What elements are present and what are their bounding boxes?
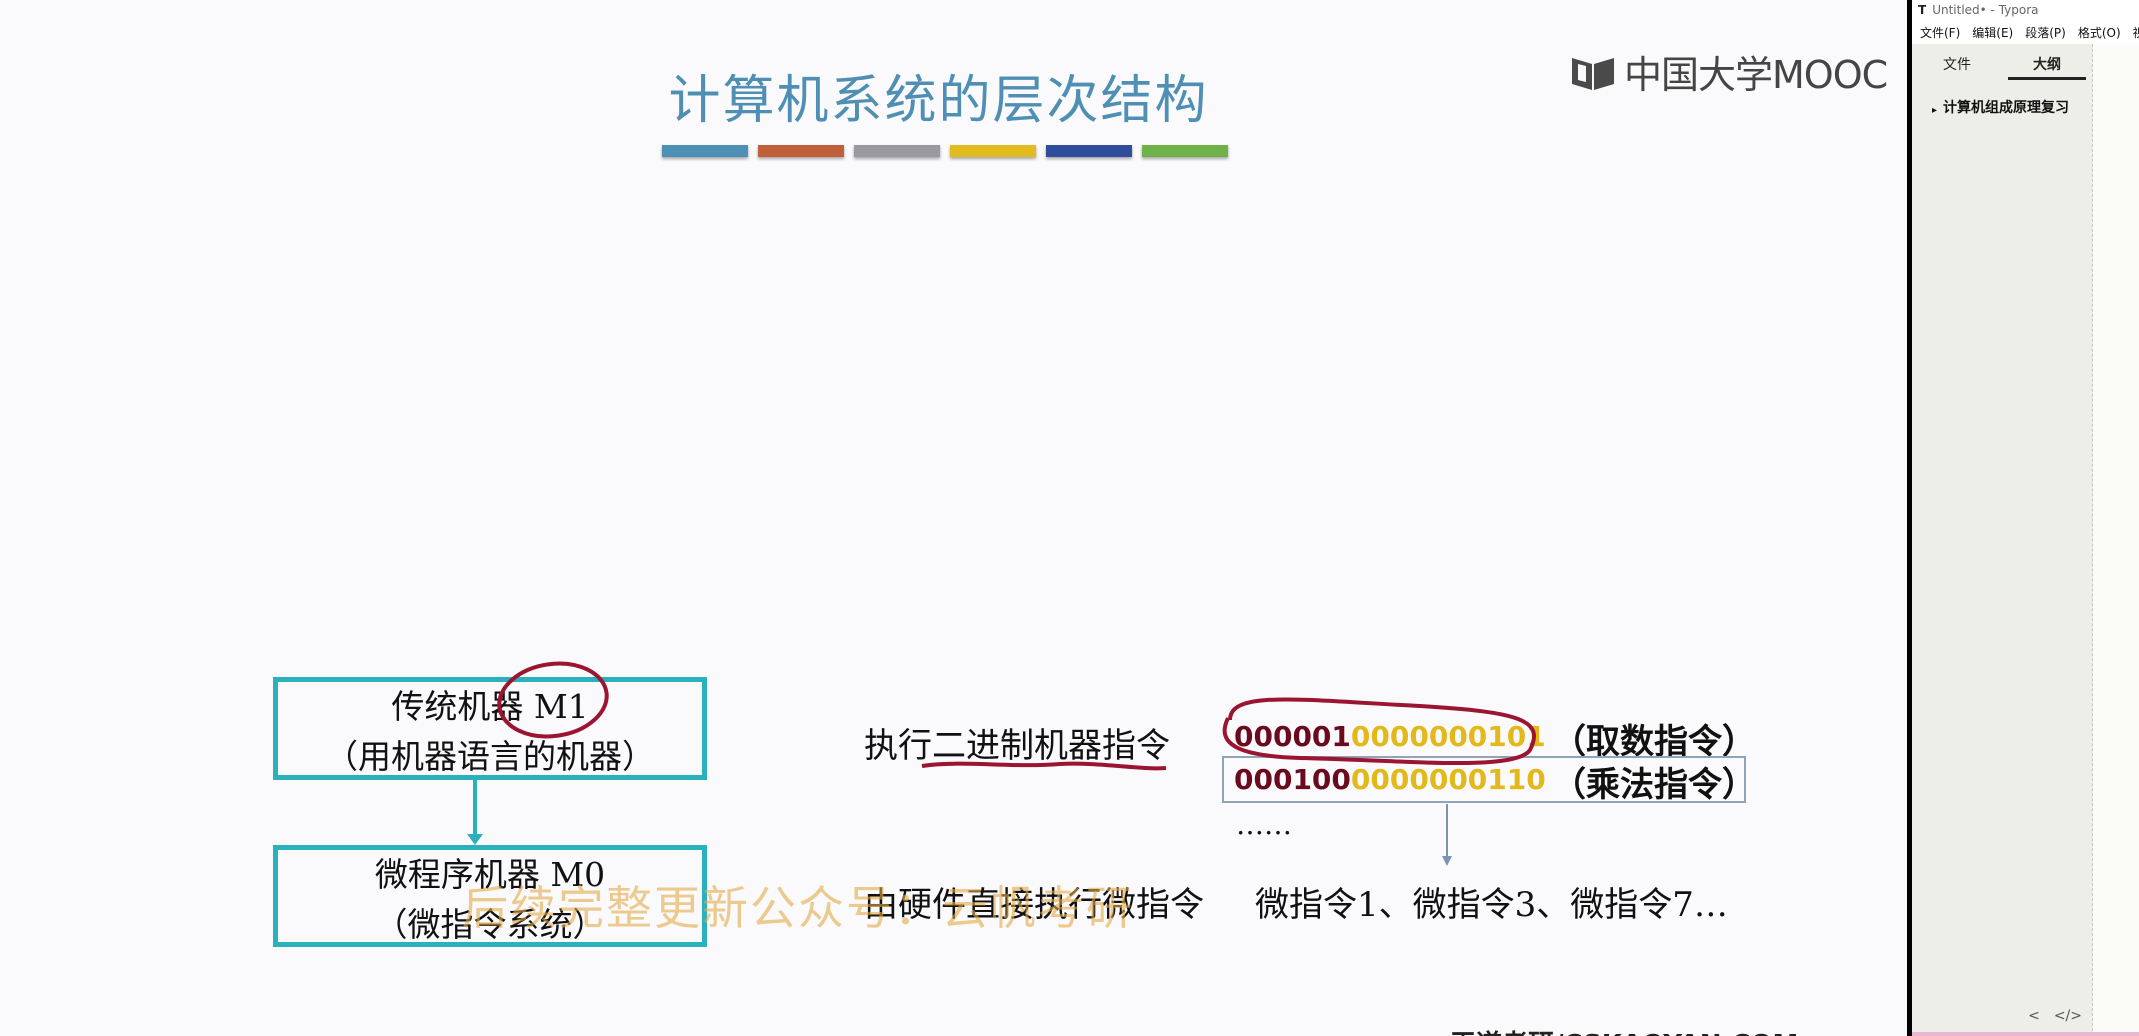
caret-right-icon[interactable]: ▸: [1932, 105, 1938, 116]
menu-paragraph[interactable]: 段落(P): [2025, 25, 2066, 40]
instr1-address: 0000000101: [1350, 720, 1546, 753]
tab-outline[interactable]: 大纲: [2002, 44, 2092, 86]
micro-instruction-list: 微指令1、微指令3、微指令7…: [1255, 885, 1728, 925]
hw-exec-label: 由硬件直接执行微指令: [864, 885, 1204, 925]
box-m1-title: 传统机器 M1: [391, 687, 589, 726]
watermark-text: 后续完整更新公众号：云帆考研: [462, 881, 1134, 935]
box-m0-title: 微程序机器 M0: [374, 855, 606, 894]
bottom-cut-text: 王道考研/CSKAOYAN.COM: [1450, 1024, 1798, 1036]
menu-format[interactable]: 格式(O): [2077, 25, 2121, 40]
instr1-opcode: 000001: [1234, 720, 1351, 753]
menu-file[interactable]: 文件(F): [1920, 25, 1961, 40]
typora-sidebar: 文件 大纲 ▸ 计算机组成原理复习 < </>: [1912, 44, 2092, 1036]
typora-titlebar: T Untitled• - Typora: [1912, 0, 2139, 20]
color-bar: [1142, 145, 1228, 157]
menu-view[interactable]: 视: [2132, 25, 2139, 40]
footer-strip: [1912, 1032, 2139, 1036]
typora-window: T Untitled• - Typora 文件(F) 编辑(E) 段落(P) 格…: [1912, 0, 2139, 1036]
menu-edit[interactable]: 编辑(E): [1972, 25, 2014, 40]
instruction-mul: 0001000000000110: [1234, 763, 1546, 796]
sidebar-divider[interactable]: [2092, 44, 2094, 1036]
window-title: Untitled• - Typora: [1932, 3, 2039, 17]
slide-title: 计算机系统的层次结构: [668, 71, 1209, 131]
color-bar: [950, 145, 1036, 157]
traditional-machine-box: 传统机器 M1 （用机器语言的机器）: [273, 677, 707, 780]
menu-bar: 文件(F) 编辑(E) 段落(P) 格式(O) 视: [1912, 20, 2139, 44]
sidebar-footer: < </>: [1912, 996, 2092, 1036]
color-bar: [1046, 145, 1132, 157]
sidebar-tabs: 文件 大纲: [1912, 44, 2092, 86]
color-bar: [662, 145, 748, 157]
mooc-logo: 中国大学MOOC: [1570, 44, 1888, 99]
instruction-load: 0000010000000101: [1234, 720, 1546, 753]
collapse-sidebar-icon[interactable]: <: [2028, 1008, 2040, 1024]
title-color-bars: [662, 145, 1228, 157]
outline-item-label: 计算机组成原理复习: [1943, 100, 2070, 116]
box-m1-subtitle: （用机器语言的机器）: [325, 737, 655, 776]
editor-area[interactable]: [2093, 44, 2139, 1036]
instr2-opcode: 000100: [1234, 763, 1351, 796]
exec-binary-label: 执行二进制机器指令: [864, 726, 1170, 766]
instr2-address: 0000000110: [1350, 763, 1546, 796]
typora-app-icon: T: [1918, 3, 1927, 17]
outline-item[interactable]: ▸ 计算机组成原理复习: [1912, 100, 2092, 119]
color-bar: [758, 145, 844, 157]
source-code-mode-icon[interactable]: </>: [2053, 1008, 2082, 1024]
microprogram-machine-box: 微程序机器 M0 （微指令系统）: [273, 845, 707, 947]
color-bar: [854, 145, 940, 157]
instr2-desc: （乘法指令）: [1552, 765, 1756, 805]
book-logo-icon: [1572, 57, 1614, 90]
instr1-desc: （取数指令）: [1552, 722, 1756, 762]
box-m0-subtitle: （微指令系统）: [374, 905, 606, 944]
tab-files[interactable]: 文件: [1943, 57, 1971, 73]
slide-video-frame: 计算机系统的层次结构 中国大学MOOC 传统机器 M1 （用机器语言的机器） 微…: [0, 0, 1907, 1036]
logo-text: 中国大学MOOC: [1624, 53, 1888, 97]
ellipsis: ……: [1236, 808, 1292, 841]
